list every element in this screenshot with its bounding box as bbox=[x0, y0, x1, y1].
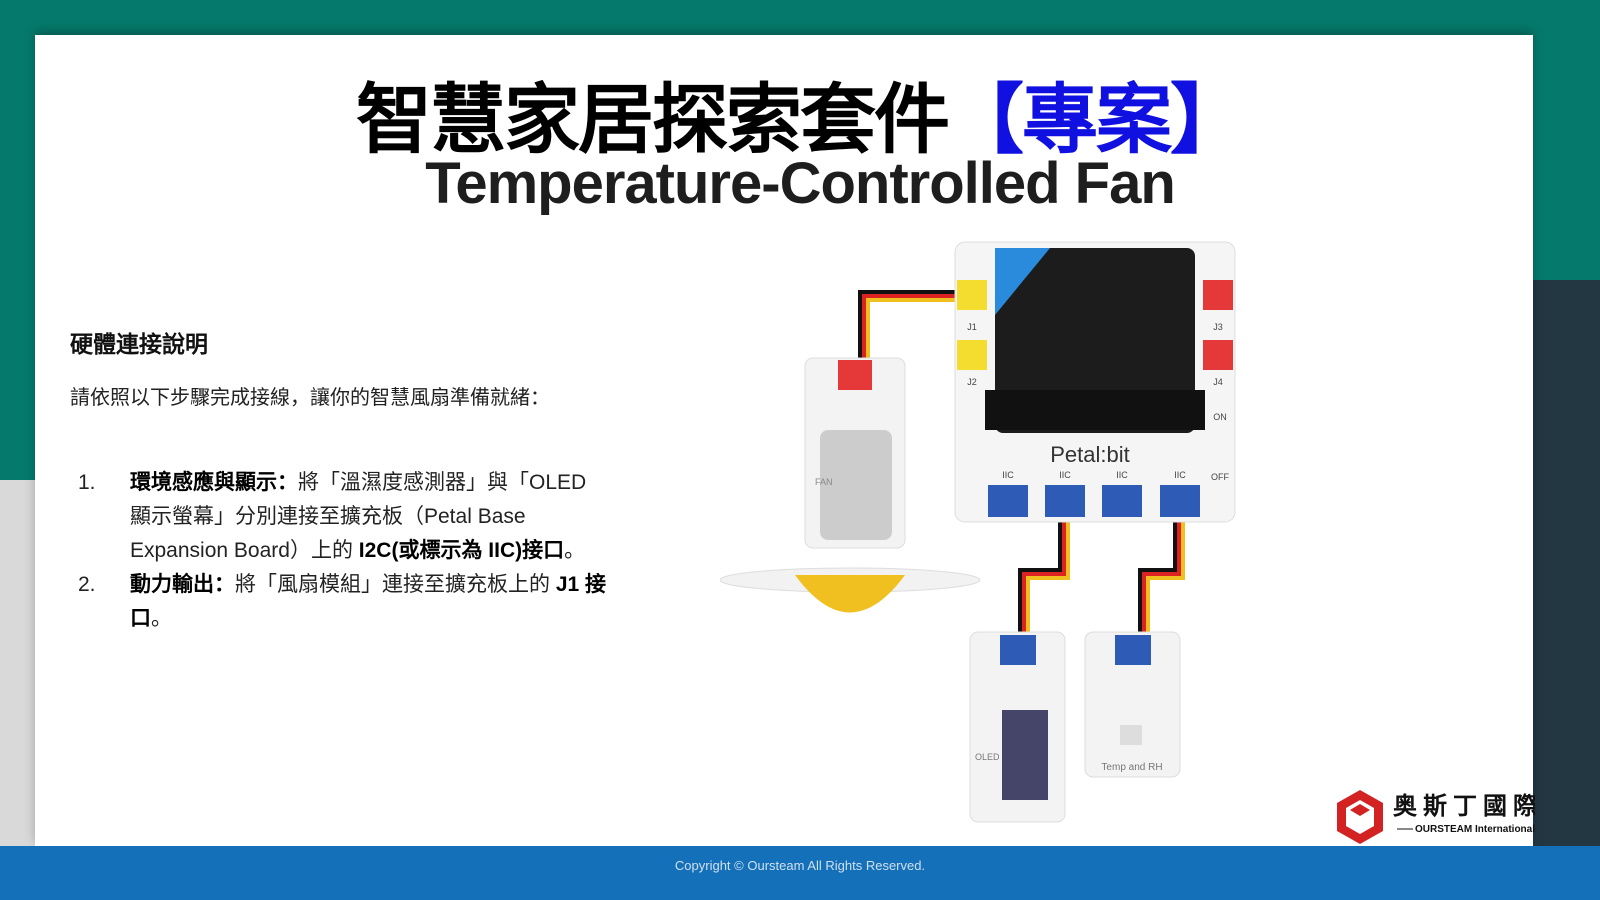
slide-subtitle: Temperature-Controlled Fan bbox=[425, 151, 1176, 216]
svg-text:OFF: OFF bbox=[1211, 472, 1229, 482]
fan-module: FAN bbox=[720, 357, 981, 613]
svg-text:IIC: IIC bbox=[1174, 470, 1186, 480]
steps-list: 1. 環境感應與顯示：將「溫濕度感測器」與「OLED 顯示螢幕」分別連接至擴充板（… bbox=[78, 466, 608, 636]
temp-rh-module: Temp and RH bbox=[1084, 631, 1181, 778]
svg-text:OURSTEAM International: OURSTEAM International bbox=[1415, 824, 1535, 835]
svg-text:OLED: OLED bbox=[975, 752, 1000, 762]
left-decoration bbox=[0, 480, 40, 860]
step-number: 2. bbox=[78, 573, 96, 596]
footer-copyright: Copyright © Oursteam All Rights Reserved… bbox=[0, 846, 1600, 900]
board-label: Petal:bit bbox=[1050, 442, 1130, 467]
oled-module: OLED bbox=[969, 631, 1066, 823]
svg-text:J4: J4 bbox=[1213, 377, 1223, 387]
step-text: 動力輸出：將「風扇模組」連接至擴充板上的 J1 接口。 bbox=[130, 573, 607, 630]
right-decoration bbox=[1530, 280, 1600, 860]
svg-text:J3: J3 bbox=[1213, 322, 1223, 332]
step-item: 2. 動力輸出：將「風扇模組」連接至擴充板上的 J1 接口。 bbox=[78, 568, 608, 636]
svg-text:J2: J2 bbox=[967, 377, 977, 387]
svg-text:IIC: IIC bbox=[1116, 470, 1128, 480]
slide-panel bbox=[35, 35, 1533, 846]
step-item: 1. 環境感應與顯示：將「溫濕度感測器」與「OLED 顯示螢幕」分別連接至擴充板（… bbox=[78, 466, 608, 568]
svg-text:IIC: IIC bbox=[1002, 470, 1014, 480]
intro-text: 請依照以下步驟完成接線，讓你的智慧風扇準備就緒： bbox=[70, 387, 550, 409]
svg-text:奥斯丁國際: 奥斯丁國際 bbox=[1393, 792, 1535, 820]
step-text: 環境感應與顯示：將「溫濕度感測器」與「OLED 顯示螢幕」分別連接至擴充板（Pe… bbox=[130, 471, 587, 562]
svg-text:Temp and RH: Temp and RH bbox=[1101, 762, 1162, 773]
title-main: 智慧家居探索套件 bbox=[356, 78, 950, 163]
svg-text:J1: J1 bbox=[967, 322, 977, 332]
title-accent: 【專案】 bbox=[948, 78, 1246, 163]
svg-text:FAN: FAN bbox=[815, 477, 833, 487]
section-heading: 硬體連接說明 bbox=[70, 331, 208, 357]
slide-title: 智慧家居探索套件【專案】 bbox=[0, 58, 1600, 168]
svg-text:ON: ON bbox=[1213, 412, 1227, 422]
svg-text:IIC: IIC bbox=[1059, 470, 1071, 480]
step-number: 1. bbox=[78, 471, 96, 494]
company-logo: 奥斯丁國際 OURSTEAM International bbox=[1335, 790, 1537, 851]
